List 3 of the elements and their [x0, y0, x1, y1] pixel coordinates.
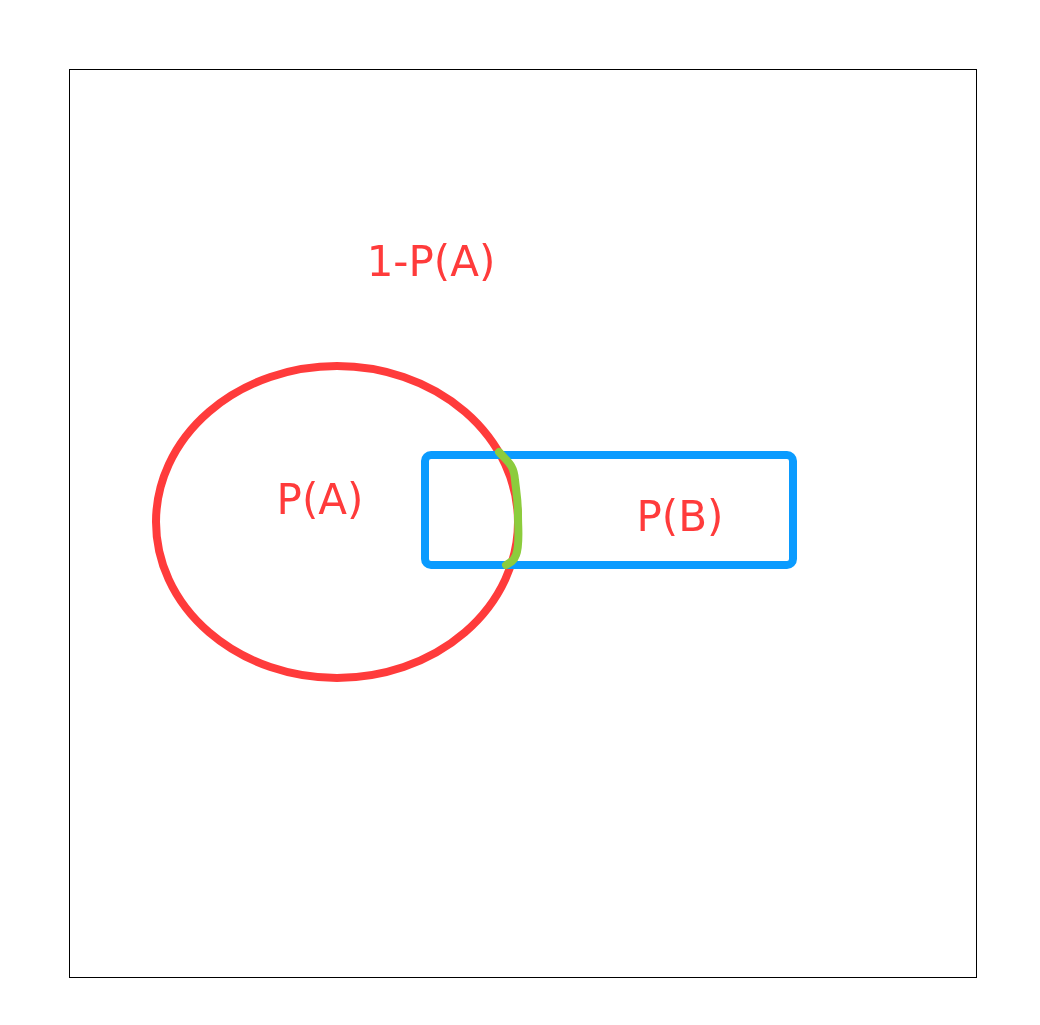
probability-label: P(B) — [636, 493, 724, 541]
probability-label: 1-P(A) — [366, 238, 496, 286]
probability-label: P(A) — [276, 476, 364, 524]
